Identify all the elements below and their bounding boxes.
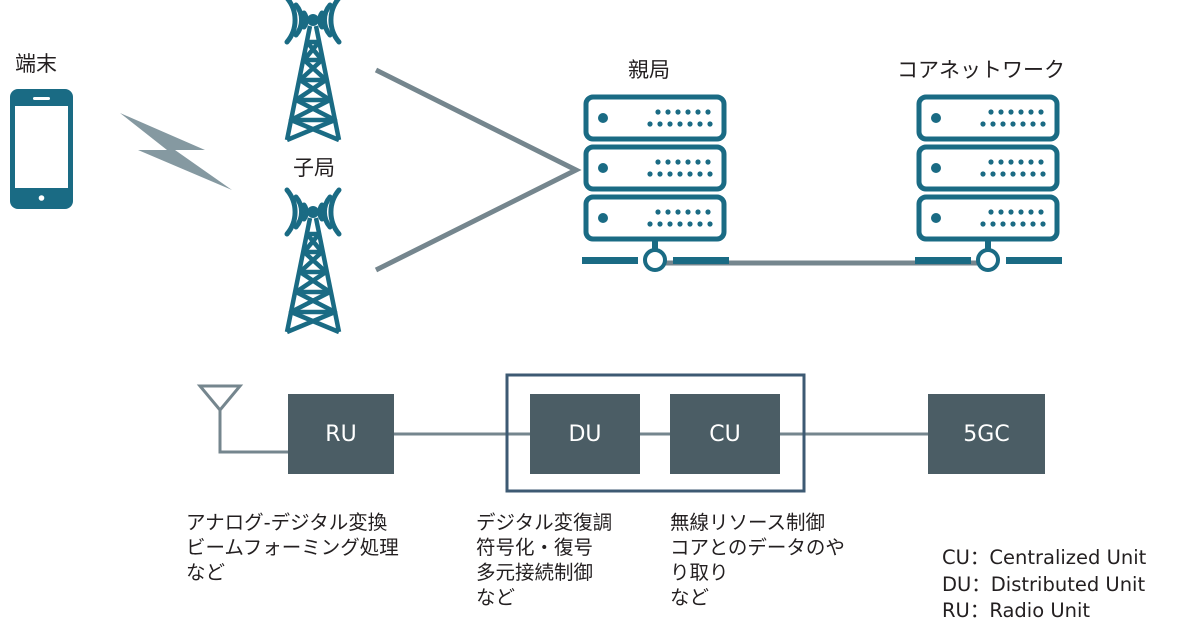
core-network-label: コアネットワーク xyxy=(897,58,1065,82)
core-5gc-box: 5GC xyxy=(928,394,1045,474)
ru-box: RU xyxy=(288,394,394,474)
cu-note-line: コアとのデータのや xyxy=(670,536,845,559)
legend-entry-cu: CU：Centralized Unit xyxy=(942,546,1147,569)
terminal-label: 端末 xyxy=(15,52,57,76)
antenna-tower-icon xyxy=(287,190,339,332)
legend-entry-ru: RU：Radio Unit xyxy=(942,599,1091,622)
server-rack-icon xyxy=(915,97,1062,270)
du-note: デジタル変復調 符号化・復号 多元接続制御 など xyxy=(476,510,612,610)
cu-note-line: など xyxy=(670,586,710,609)
cu-note-line: 無線リソース制御 xyxy=(670,511,826,534)
cu-note-line: り取り xyxy=(670,561,729,584)
ru-note-line: ビームフォーミング処理 xyxy=(186,536,399,559)
child-station-label: 子局 xyxy=(293,156,335,180)
cu-note: 無線リソース制御 コアとのデータのや り取り など xyxy=(670,510,845,610)
parent-station-label: 親局 xyxy=(628,58,670,82)
ru-note-line: など xyxy=(186,561,226,584)
legend-entry-du: DU：Distributed Unit xyxy=(942,572,1146,596)
antenna-tower-icon xyxy=(287,0,339,140)
radio-link-bolt-icon xyxy=(120,113,232,190)
du-box: DU xyxy=(530,394,640,474)
du-note-line: 符号化・復号 xyxy=(476,536,594,559)
cu-box: CU xyxy=(670,394,780,474)
du-cu-group-frame xyxy=(505,373,806,493)
du-note-line: デジタル変復調 xyxy=(476,511,613,534)
du-note-line: 多元接続制御 xyxy=(476,561,594,584)
du-note-line: など xyxy=(476,586,516,609)
dipole-antenna-icon xyxy=(196,384,288,454)
abbreviation-legend: CU：Centralized Unit DU：Distributed Unit … xyxy=(942,545,1146,625)
ru-note: アナログ-デジタル変換 ビームフォーミング処理 など xyxy=(186,510,399,585)
server-rack-icon xyxy=(582,97,729,270)
smartphone-icon xyxy=(10,89,73,209)
ru-note-line: アナログ-デジタル変換 xyxy=(186,511,388,534)
